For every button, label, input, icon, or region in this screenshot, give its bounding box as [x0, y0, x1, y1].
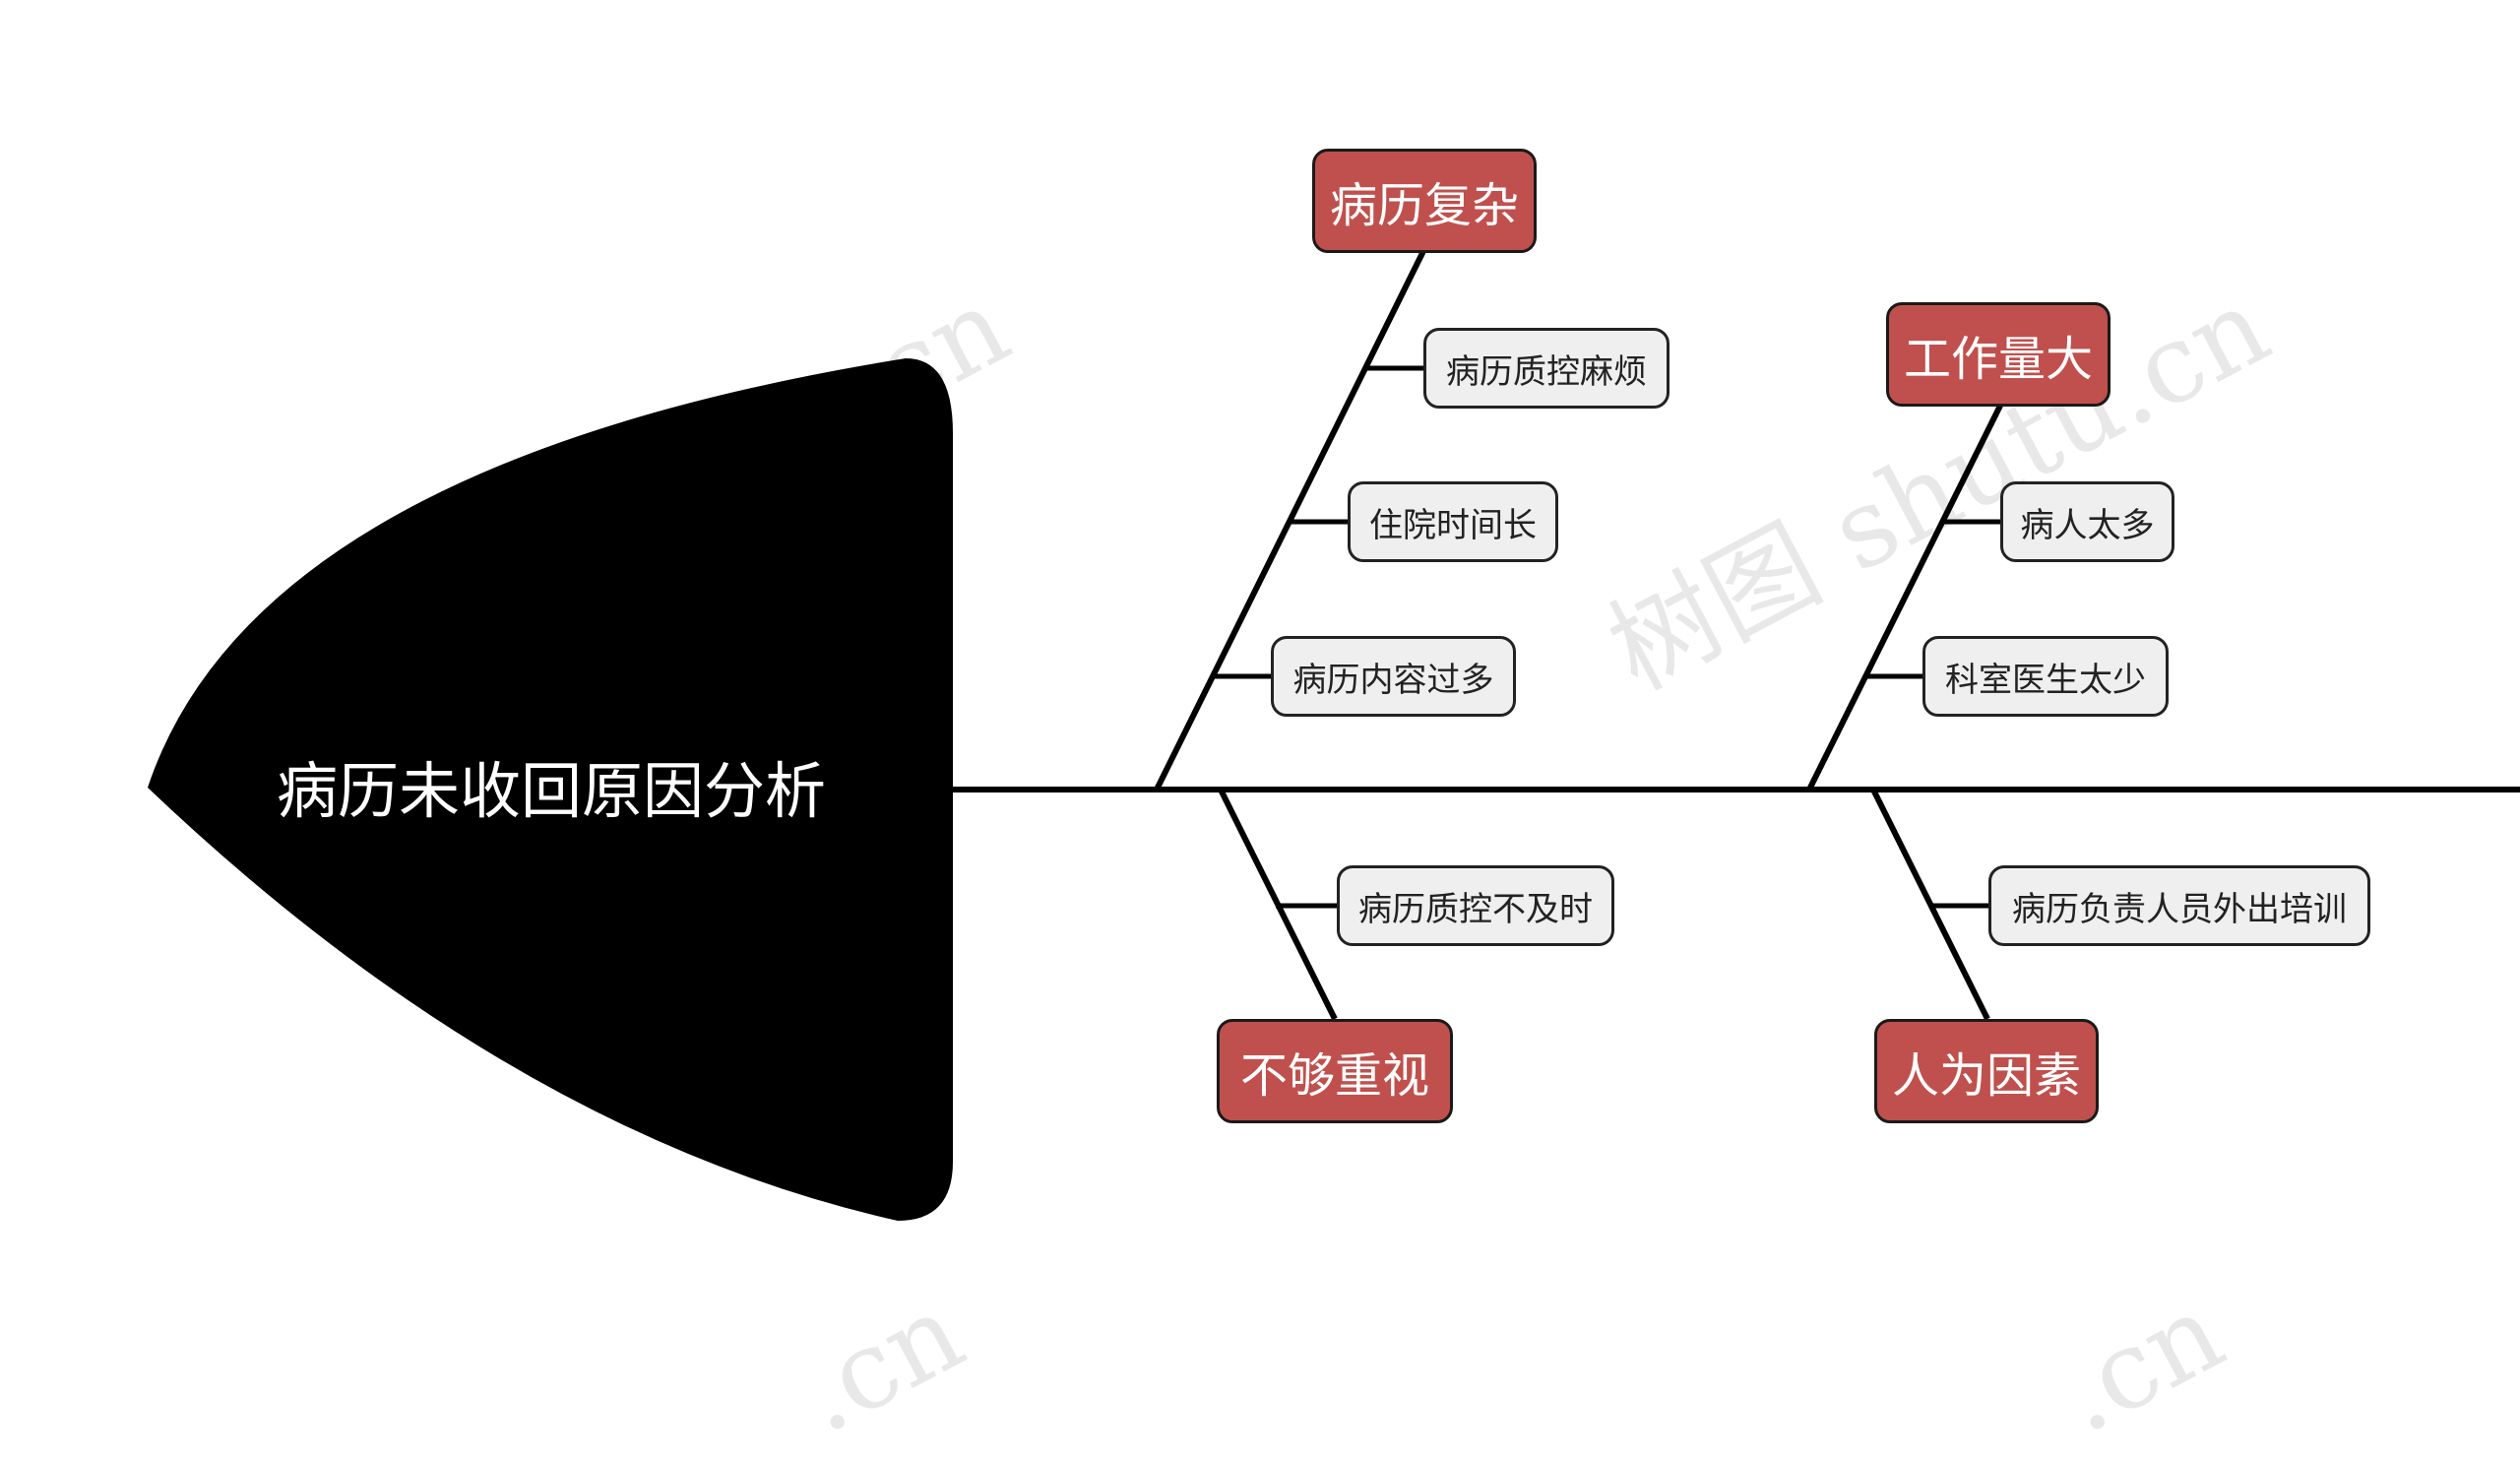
cause-node-2-2[interactable]: 科室医生太少 [1922, 636, 2169, 717]
diagram-head-title: 病历未收回原因分析 [276, 755, 826, 827]
cause-node-1-2[interactable]: 住院时间长 [1348, 481, 1558, 562]
cause-node-3-1[interactable]: 病历质控不及时 [1337, 865, 1614, 946]
cause-node-4-1[interactable]: 病历负责人员外出培训 [1988, 865, 2370, 946]
cause-node-2-1[interactable]: 病人太多 [2000, 481, 2174, 562]
fish-head-shape [148, 358, 953, 1221]
category-node-3[interactable]: 不够重视 [1217, 1019, 1453, 1123]
cause-node-1-3[interactable]: 病历内容过多 [1271, 636, 1516, 717]
category-node-1[interactable]: 病历复杂 [1312, 149, 1537, 253]
bone-branch-1 [1154, 249, 1426, 792]
bone-branch-2 [1806, 404, 2003, 792]
cause-node-1-1[interactable]: 病历质控麻烦 [1423, 328, 1670, 409]
category-node-2[interactable]: 工作量大 [1886, 302, 2110, 407]
category-node-4[interactable]: 人为因素 [1874, 1019, 2099, 1123]
